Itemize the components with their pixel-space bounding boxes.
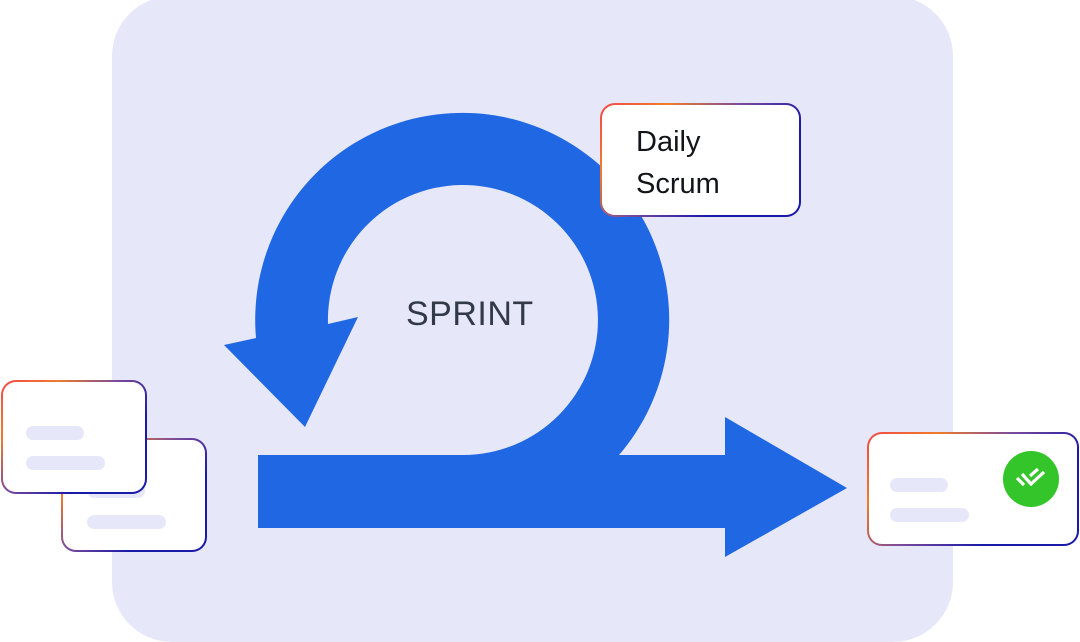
placeholder-bar (890, 508, 969, 522)
placeholder-bar (87, 515, 166, 529)
sprint-label: SPRINT (406, 295, 534, 333)
done-card (867, 432, 1079, 546)
background-panel (112, 0, 953, 642)
placeholder-bar (26, 426, 84, 440)
double-check-icon (1015, 467, 1046, 487)
placeholder-bar (26, 456, 105, 470)
forward-arrow (258, 417, 847, 557)
backlog-card-front (1, 380, 147, 494)
placeholder-bar (890, 478, 948, 492)
loop-arrow (224, 112, 670, 455)
status-badge (1003, 451, 1059, 507)
daily-scrum-label: Daily Scrum (636, 126, 720, 200)
daily-scrum-card: Daily Scrum (600, 103, 801, 217)
